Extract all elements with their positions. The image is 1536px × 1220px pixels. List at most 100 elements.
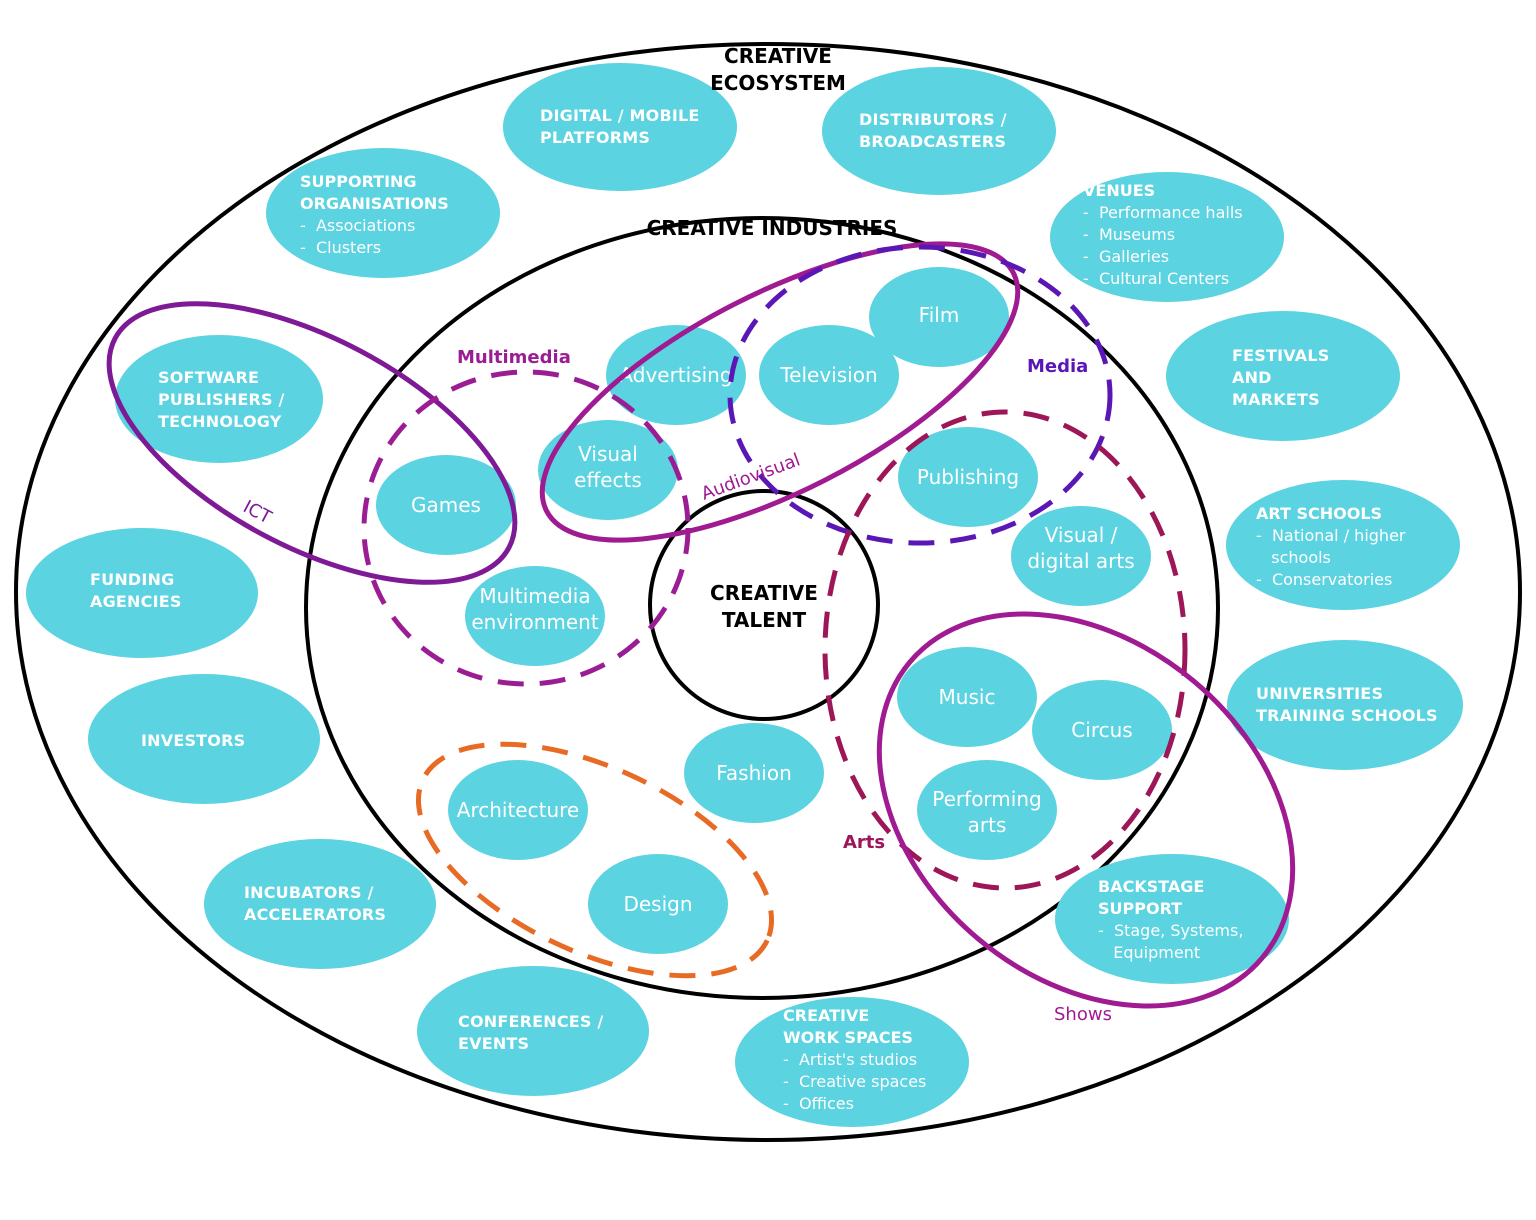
- bubble-circus: Circus: [1032, 680, 1172, 780]
- label-line: Games: [411, 493, 481, 517]
- bubble-label: Television: [779, 363, 877, 387]
- label-line: Fashion: [716, 761, 792, 785]
- bubble-architecture: Architecture: [448, 760, 588, 860]
- label-line: Visual /: [1045, 523, 1118, 547]
- group-ict-outline: [106, 301, 518, 585]
- label-line: TALENT: [722, 608, 807, 632]
- bubble-title-line: TECHNOLOGY: [158, 412, 282, 431]
- bubble-conferences-events: CONFERENCES / EVENTS: [417, 966, 649, 1096]
- bubble-item-line: schools: [1256, 548, 1331, 567]
- bubble-title-line: DIGITAL / MOBILE: [540, 106, 700, 125]
- bubble-label: SOFTWARE PUBLISHERS / TECHNOLOGY: [158, 368, 285, 431]
- bubble-item-line: - Offices: [783, 1094, 854, 1113]
- bubble-title-line: INVESTORS: [141, 731, 245, 750]
- group-media-outline: [727, 244, 1113, 546]
- bubble-label: Design: [623, 892, 692, 916]
- bubble-title-line: TRAINING SCHOOLS: [1256, 706, 1438, 725]
- bubble-fashion: Fashion: [684, 723, 824, 823]
- bubble-investors: INVESTORS: [88, 674, 320, 804]
- bubble-item-line: - Artist's studios: [783, 1050, 917, 1069]
- bubble-title-line: MARKETS: [1232, 390, 1320, 409]
- bubble-title-line: CREATIVE: [783, 1006, 869, 1025]
- group-label-media: Media: [1027, 356, 1088, 377]
- bubble-label: Fashion: [716, 761, 792, 785]
- bubble-label: CONFERENCES / EVENTS: [458, 1012, 603, 1053]
- bubble-title-line: EVENTS: [458, 1034, 529, 1053]
- group-shows-outline: [876, 611, 1296, 1009]
- bubble-venues: VENUES- Performance halls- Museums- Gall…: [1050, 172, 1284, 302]
- bubble-games: Games: [376, 455, 516, 555]
- bubble-label: Games: [411, 493, 481, 517]
- bubble-television: Television: [759, 325, 899, 425]
- bubble-item-line: - Cultural Centers: [1083, 269, 1229, 288]
- bubble-label: INVESTORS: [141, 731, 245, 750]
- bubble-item-line: - Stage, Systems,: [1098, 921, 1243, 940]
- bubble-title-line: DISTRIBUTORS /: [859, 110, 1007, 129]
- bubble-title-line: FUNDING: [90, 570, 174, 589]
- bubble-incubators-accelerators: INCUBATORS / ACCELERATORS: [204, 839, 436, 969]
- group-audiovisual-outline: [539, 241, 1021, 543]
- bubble-label: ART SCHOOLS- National / higher schools- …: [1256, 504, 1406, 589]
- label-line: Design: [623, 892, 692, 916]
- group-design-outline: [415, 741, 775, 979]
- bubble-title-line: UNIVERSITIES: [1256, 684, 1383, 703]
- label-line: CREATIVE: [724, 44, 832, 68]
- bubble-publishing: Publishing: [898, 427, 1038, 527]
- bubble-title-line: VENUES: [1083, 181, 1155, 200]
- bubble-title-line: ACCELERATORS: [244, 905, 386, 924]
- creative-talent-circle: [648, 489, 880, 721]
- bubble-label: Music: [939, 685, 996, 709]
- creative-ecosystem-title: CREATIVE ECOSYSTEM: [710, 44, 846, 95]
- bubble-title-line: BACKSTAGE: [1098, 877, 1204, 896]
- bubble-label: Visual /digital arts: [1027, 523, 1134, 573]
- label-line: ECOSYSTEM: [710, 71, 846, 95]
- label-line: environment: [471, 610, 599, 634]
- bubble-label: DIGITAL / MOBILE PLATFORMS: [540, 106, 700, 147]
- bubble-title-line: CONFERENCES /: [458, 1012, 603, 1031]
- bubble-label: SUPPORTING ORGANISATIONS - Associations - C…: [300, 172, 449, 257]
- label-line: Music: [939, 685, 996, 709]
- bubble-item-line: - Creative spaces: [783, 1072, 926, 1091]
- bubble-title-line: AND: [1232, 368, 1272, 387]
- ecosystem-ring: [14, 42, 1522, 1142]
- bubble-label: UNIVERSITIES TRAINING SCHOOLS: [1256, 684, 1438, 725]
- bubble-software-publishers: SOFTWARE PUBLISHERS / TECHNOLOGY: [115, 335, 323, 463]
- bubble-title-line: INCUBATORS /: [244, 883, 374, 902]
- bubble-visual-digital-arts: Visual /digital arts: [1011, 506, 1151, 606]
- label-line: Film: [919, 303, 960, 327]
- bubble-title-line: SOFTWARE: [158, 368, 259, 387]
- bubble-item-line: - Performance halls: [1083, 203, 1243, 222]
- creative-talent-title: CREATIVE TALENT: [710, 581, 818, 632]
- bubble-title-line: ART SCHOOLS: [1256, 504, 1382, 523]
- bubble-art-schools: ART SCHOOLS- National / higher schools- …: [1226, 480, 1460, 610]
- bubble-item-line: - Clusters: [300, 238, 381, 257]
- bubble-title-line: SUPPORTING: [300, 172, 417, 191]
- bubble-title-line: WORK SPACES: [783, 1028, 913, 1047]
- bubble-title-line: PLATFORMS: [540, 128, 650, 147]
- group-label-shows: Shows: [1054, 1004, 1112, 1025]
- label-line: Performing: [932, 787, 1041, 811]
- bubble-music: Music: [897, 647, 1037, 747]
- label-line: Circus: [1071, 718, 1132, 742]
- bubble-title-line: ORGANISATIONS: [300, 194, 449, 213]
- bubble-item-line: - Associations: [300, 216, 415, 235]
- bubble-label: Film: [919, 303, 960, 327]
- bubble-supporting-organisations: SUPPORTING ORGANISATIONS - Associations - C…: [266, 148, 500, 278]
- bubble-design: Design: [588, 854, 728, 954]
- label-line: arts: [968, 813, 1007, 837]
- bubble-item-line: - Conservatories: [1256, 570, 1392, 589]
- bubble-item-line: - Museums: [1083, 225, 1175, 244]
- label-line: effects: [574, 468, 642, 492]
- bubble-title-line: PUBLISHERS /: [158, 390, 285, 409]
- label-line: CREATIVE: [710, 581, 818, 605]
- bubble-label: Architecture: [457, 798, 579, 822]
